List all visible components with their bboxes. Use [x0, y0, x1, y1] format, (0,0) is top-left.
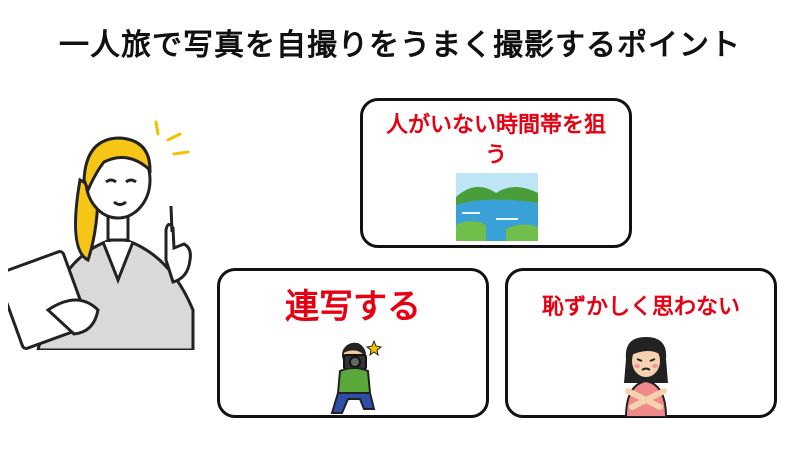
instructor-illustration — [8, 120, 195, 350]
point-label: 人がいない時間帯を狙う — [385, 113, 606, 168]
photographer-icon — [330, 339, 383, 414]
point-label: 連写する — [285, 287, 421, 327]
shy-girl-icon — [624, 337, 668, 417]
point-card-dont-be-shy: 恥ずかしく思わない — [505, 268, 777, 418]
lake-landscape-icon — [456, 173, 538, 241]
point-label: 恥ずかしく思わない — [541, 295, 740, 320]
page-title: 一人旅で写真を自撮りをうまく撮影するポイント — [59, 28, 741, 63]
point-card-burst-shooting: 連写する — [217, 268, 489, 418]
point-card-no-people-time: 人がいない時間帯を狙う — [360, 98, 632, 248]
